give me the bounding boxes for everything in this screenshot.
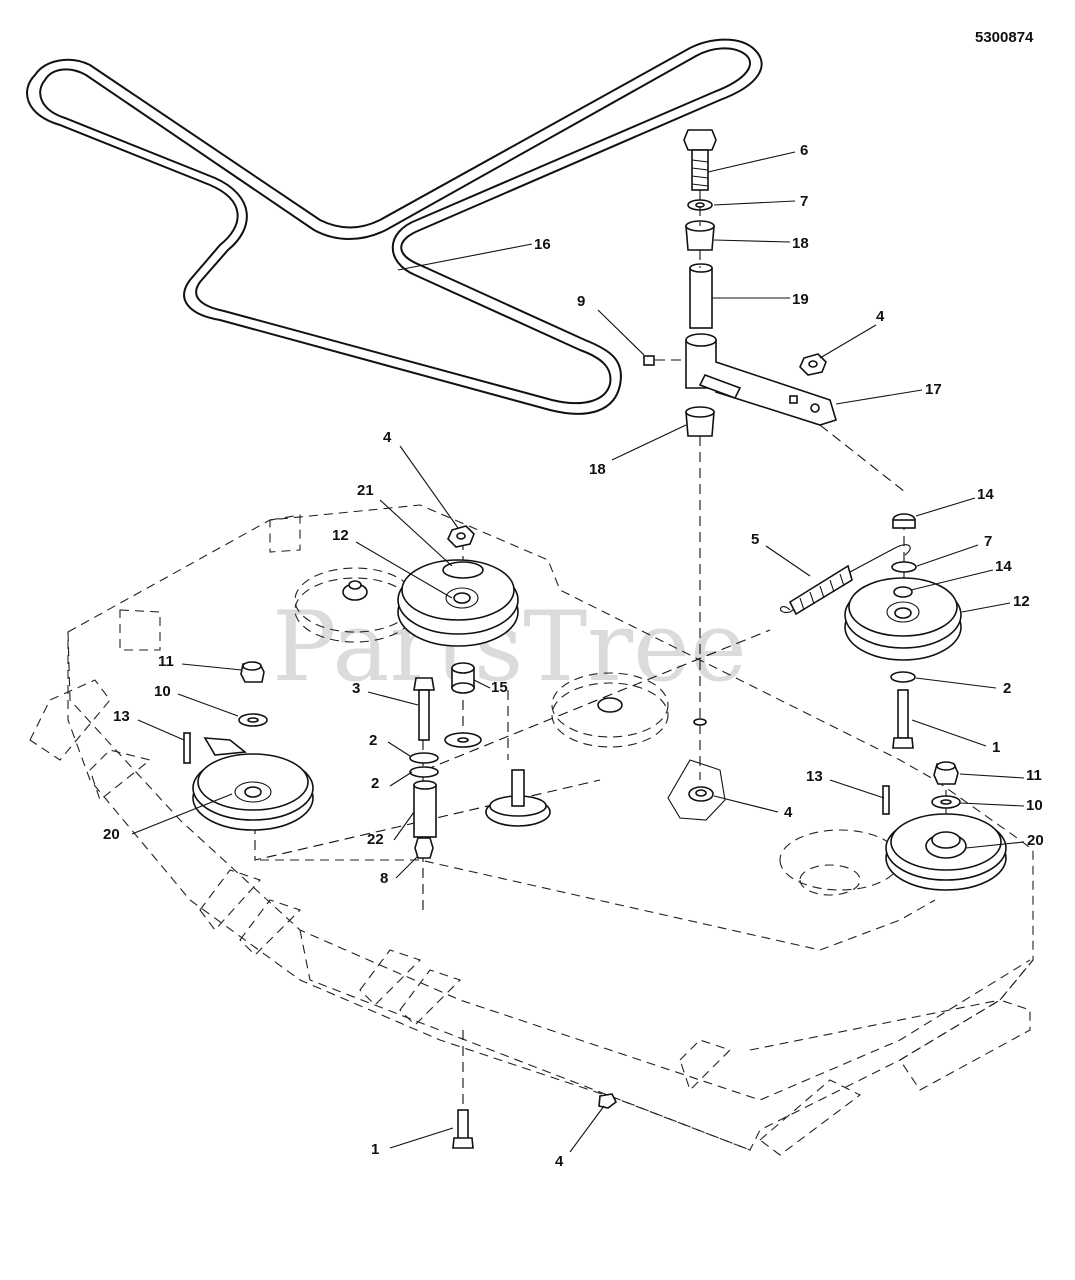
- diagram-code: 5300874: [975, 29, 1034, 46]
- callout-18: 18: [792, 235, 809, 252]
- callout-22: 22: [367, 831, 384, 848]
- callout-4: 4: [784, 804, 793, 821]
- callout-14: 14: [977, 486, 994, 503]
- callout-12: 12: [1013, 593, 1030, 610]
- callout-4: 4: [555, 1153, 564, 1170]
- left-idler-pulley-assembly: [294, 525, 519, 859]
- center-spindle-assembly: [485, 672, 707, 827]
- callout-11: 11: [158, 653, 174, 670]
- callout-9: 9: [577, 293, 585, 310]
- left-deck-pulley: [183, 661, 314, 831]
- drive-belt: [26, 38, 763, 415]
- callout-4: 4: [876, 308, 885, 325]
- callout-8: 8: [380, 870, 388, 887]
- callout-1: 1: [992, 739, 1000, 756]
- callout-7: 7: [800, 193, 808, 210]
- mower-deck-outline: [29, 504, 1034, 1156]
- callout-15: 15: [491, 679, 508, 696]
- callout-11: 11: [1026, 767, 1042, 784]
- callout-5: 5: [751, 531, 759, 548]
- callout-2: 2: [1003, 680, 1011, 697]
- callout-20: 20: [1027, 832, 1044, 849]
- callout-20: 20: [103, 826, 120, 843]
- callout-19: 19: [792, 291, 809, 308]
- callout-10: 10: [1026, 797, 1043, 814]
- bottom-hardware: [452, 1093, 618, 1149]
- callout-13: 13: [806, 768, 823, 785]
- callout-2: 2: [371, 775, 379, 792]
- callout-14: 14: [995, 558, 1012, 575]
- callout-2: 2: [369, 732, 377, 749]
- callout-13: 13: [113, 708, 130, 725]
- right-deck-pulley: [882, 761, 1007, 891]
- callout-16: 16: [534, 236, 551, 253]
- center-mount-nut: [667, 759, 726, 821]
- callout-7: 7: [984, 533, 992, 550]
- callout-leaders: [131, 151, 1025, 1153]
- callout-18: 18: [589, 461, 606, 478]
- callout-21: 21: [357, 482, 374, 499]
- callout-10: 10: [154, 683, 171, 700]
- callout-12: 12: [332, 527, 349, 544]
- callout-17: 17: [925, 381, 942, 398]
- callout-1: 1: [371, 1141, 379, 1158]
- callout-3: 3: [352, 680, 360, 697]
- callout-4: 4: [383, 429, 392, 446]
- callout-labels: 6 7 18 19 16 9 4 17 18 4 21 12 14 5 7 14…: [103, 142, 1044, 1170]
- idler-arm-assembly: [643, 129, 837, 437]
- callout-6: 6: [800, 142, 808, 159]
- right-idler-pulley-assembly: [780, 513, 962, 749]
